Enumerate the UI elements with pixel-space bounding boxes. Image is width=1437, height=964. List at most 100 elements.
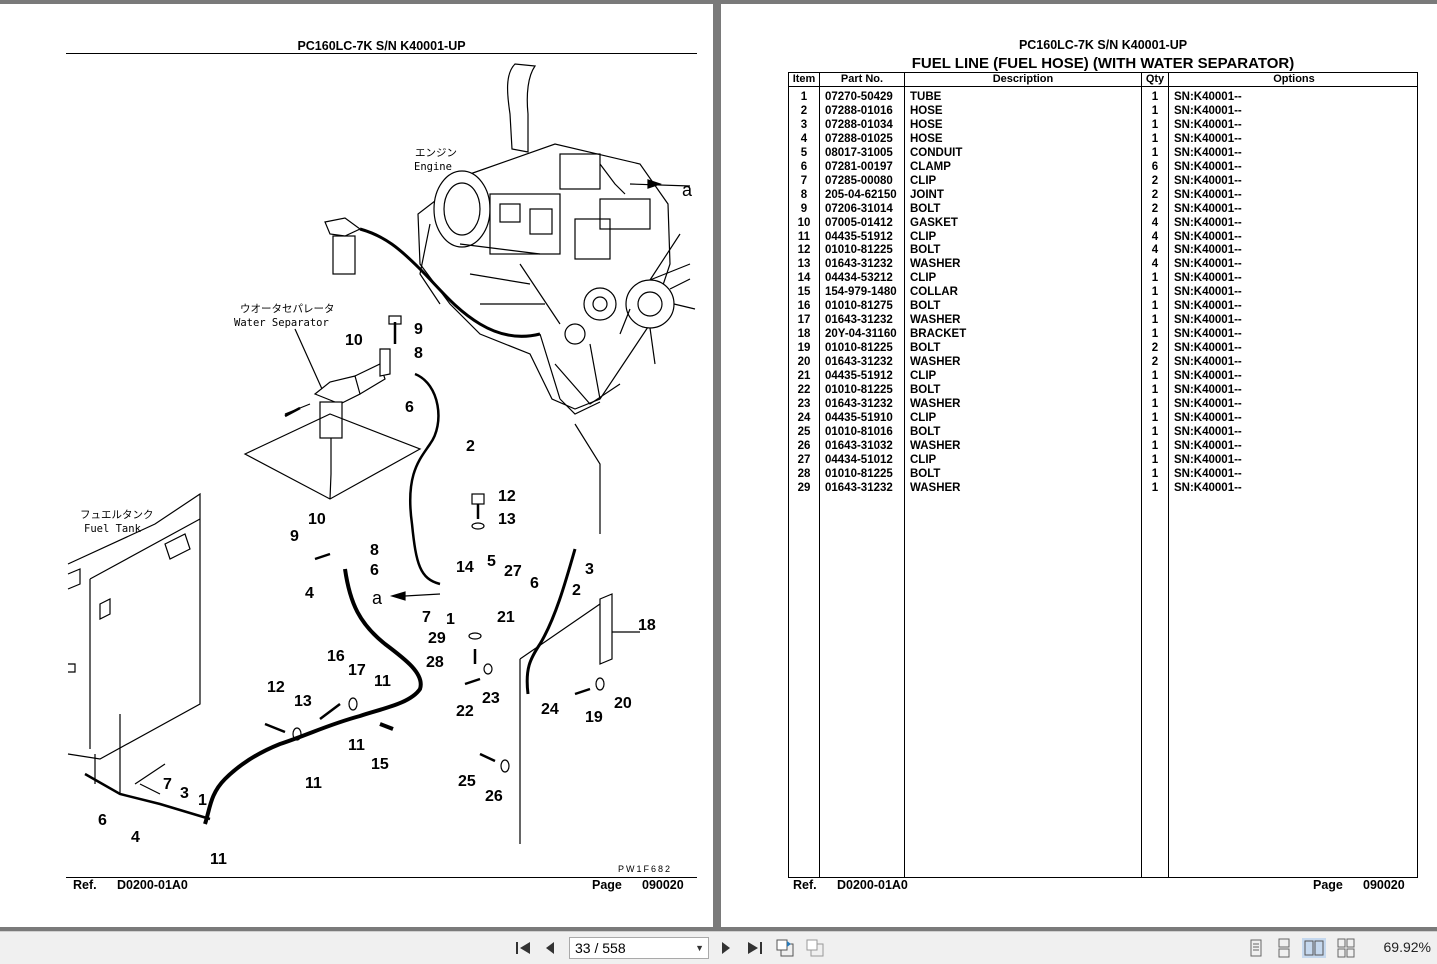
row-part-no: 01643-31032 <box>825 439 893 452</box>
callout-8: 8 <box>414 345 423 362</box>
row-qty: 2 <box>1151 188 1159 201</box>
go-back-icon[interactable] <box>775 938 797 958</box>
first-page-icon[interactable] <box>514 938 532 958</box>
last-page-icon[interactable] <box>746 938 764 958</box>
row-qty: 2 <box>1151 356 1159 369</box>
engine-label-jp: エンジン <box>415 147 457 159</box>
row-qty: 1 <box>1151 370 1159 382</box>
callout-17: 17 <box>348 662 366 679</box>
row-item: 14 <box>797 272 811 285</box>
row-qty: 1 <box>1151 328 1159 341</box>
row-options: SN:K40001-- <box>1174 383 1242 396</box>
row-description: COLLAR <box>910 286 958 299</box>
row-options: SN:K40001-- <box>1174 216 1242 229</box>
row-options: SN:K40001-- <box>1174 258 1242 271</box>
row-qty: 4 <box>1151 244 1159 257</box>
row-options: SN:K40001-- <box>1174 467 1242 480</box>
row-options: SN:K40001-- <box>1174 342 1242 355</box>
row-qty: 1 <box>1151 272 1159 285</box>
row-options: SN:K40001-- <box>1174 481 1242 494</box>
tank-label-en: Fuel Tank <box>84 523 142 535</box>
row-part-no: 01010-81275 <box>825 300 893 313</box>
row-description: CLIP <box>910 411 937 424</box>
row-description: WASHER <box>910 397 961 410</box>
water-separator-drawing <box>284 328 391 500</box>
callout-8b: 8 <box>370 542 379 559</box>
row-qty: 1 <box>1151 314 1159 327</box>
right-footer-page-value: 090020 <box>1363 878 1405 892</box>
row-options: SN:K40001-- <box>1174 174 1242 187</box>
row-item: 3 <box>800 118 808 131</box>
callout-11d: 11 <box>210 851 227 868</box>
callout-29: 29 <box>428 630 446 647</box>
row-item: 27 <box>797 453 811 466</box>
left-page: PC160LC-7K S/N K40001-UP <box>0 4 713 927</box>
row-options: SN:K40001-- <box>1174 453 1242 466</box>
next-page-icon[interactable] <box>719 938 733 958</box>
col-header-item: Item <box>792 73 816 85</box>
fasteners <box>264 315 605 844</box>
row-item: 18 <box>797 328 811 341</box>
row-part-no: 07005-01412 <box>825 216 893 229</box>
row-qty: 1 <box>1151 453 1159 466</box>
callout-7b: 7 <box>163 776 172 793</box>
callout-27: 27 <box>504 563 522 580</box>
row-description: HOSE <box>910 118 943 131</box>
row-qty: 2 <box>1151 342 1159 355</box>
row-part-no: 01010-81225 <box>825 383 893 396</box>
zoom-level[interactable]: 69.92% <box>1383 939 1431 955</box>
row-description: BOLT <box>910 202 941 215</box>
row-description: TUBE <box>910 91 942 103</box>
row-description: BOLT <box>910 300 941 313</box>
row-part-no: 01010-81016 <box>825 425 893 438</box>
row-qty: 1 <box>1151 132 1159 145</box>
prev-page-icon[interactable] <box>543 938 557 958</box>
callout-11c: 11 <box>305 775 322 792</box>
row-options: SN:K40001-- <box>1174 411 1242 424</box>
row-description: BOLT <box>910 383 941 396</box>
page-number-input[interactable]: 33 / 558 ▼ <box>569 937 709 959</box>
row-options: SN:K40001-- <box>1174 300 1242 313</box>
row-part-no: 154-979-1480 <box>825 286 897 299</box>
row-item: 26 <box>797 439 811 452</box>
row-qty: 4 <box>1151 258 1159 271</box>
row-qty: 2 <box>1151 202 1159 215</box>
row-options: SN:K40001-- <box>1174 272 1242 285</box>
row-description: WASHER <box>910 439 961 452</box>
continuous-view-icon[interactable] <box>1275 938 1293 958</box>
callout-22: 22 <box>456 703 474 720</box>
row-description: WASHER <box>910 314 961 327</box>
ref-a-hose: a <box>372 588 383 608</box>
go-forward-icon[interactable] <box>805 938 827 958</box>
col-header-options: Options <box>1273 73 1315 85</box>
row-options: SN:K40001-- <box>1174 370 1242 382</box>
callout-1: 1 <box>446 611 455 628</box>
continuous-facing-view-icon[interactable] <box>1336 938 1356 958</box>
row-options: SN:K40001-- <box>1174 356 1242 369</box>
chevron-down-icon[interactable]: ▼ <box>695 943 704 953</box>
callout-9: 9 <box>414 321 423 338</box>
facing-view-icon[interactable] <box>1302 938 1326 958</box>
row-part-no: 08017-31005 <box>825 146 893 159</box>
single-page-view-icon[interactable] <box>1247 938 1265 958</box>
row-description: BOLT <box>910 244 941 257</box>
col-header-qty: Qty <box>1145 73 1165 85</box>
row-item: 28 <box>797 467 811 480</box>
row-qty: 1 <box>1151 146 1159 159</box>
right-footer-ref-label: Ref. <box>793 878 817 892</box>
separator-label-jp: ウオータセパレータ <box>240 303 335 315</box>
row-item: 17 <box>797 314 811 327</box>
callout-28: 28 <box>426 654 444 671</box>
row-item: 23 <box>797 397 811 410</box>
